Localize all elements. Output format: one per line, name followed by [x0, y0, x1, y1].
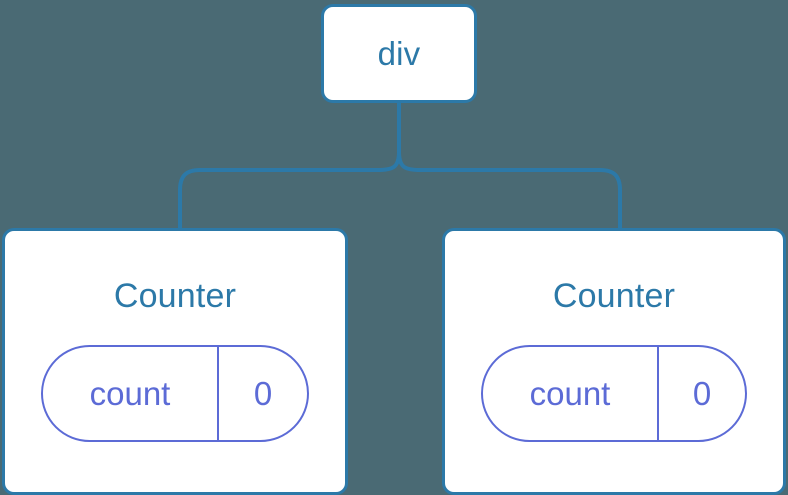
- connector-branch-left: [178, 151, 401, 232]
- state-pill-1[interactable]: count 0: [41, 345, 309, 442]
- state-pill-2[interactable]: count 0: [481, 345, 747, 442]
- state-key-2: count: [529, 375, 611, 412]
- state-value-1: 0: [217, 347, 307, 440]
- node-div-label: div: [377, 35, 421, 72]
- node-counter-2[interactable]: Counter count 0: [442, 228, 786, 495]
- node-counter-2-label: Counter: [552, 277, 676, 315]
- state-key-1: count: [89, 375, 171, 412]
- node-div[interactable]: div: [321, 4, 477, 103]
- state-value-2: 0: [657, 347, 745, 440]
- node-counter-1-label: Counter: [113, 277, 237, 315]
- connector-branch-right: [397, 151, 622, 232]
- node-counter-1[interactable]: Counter count 0: [2, 228, 348, 495]
